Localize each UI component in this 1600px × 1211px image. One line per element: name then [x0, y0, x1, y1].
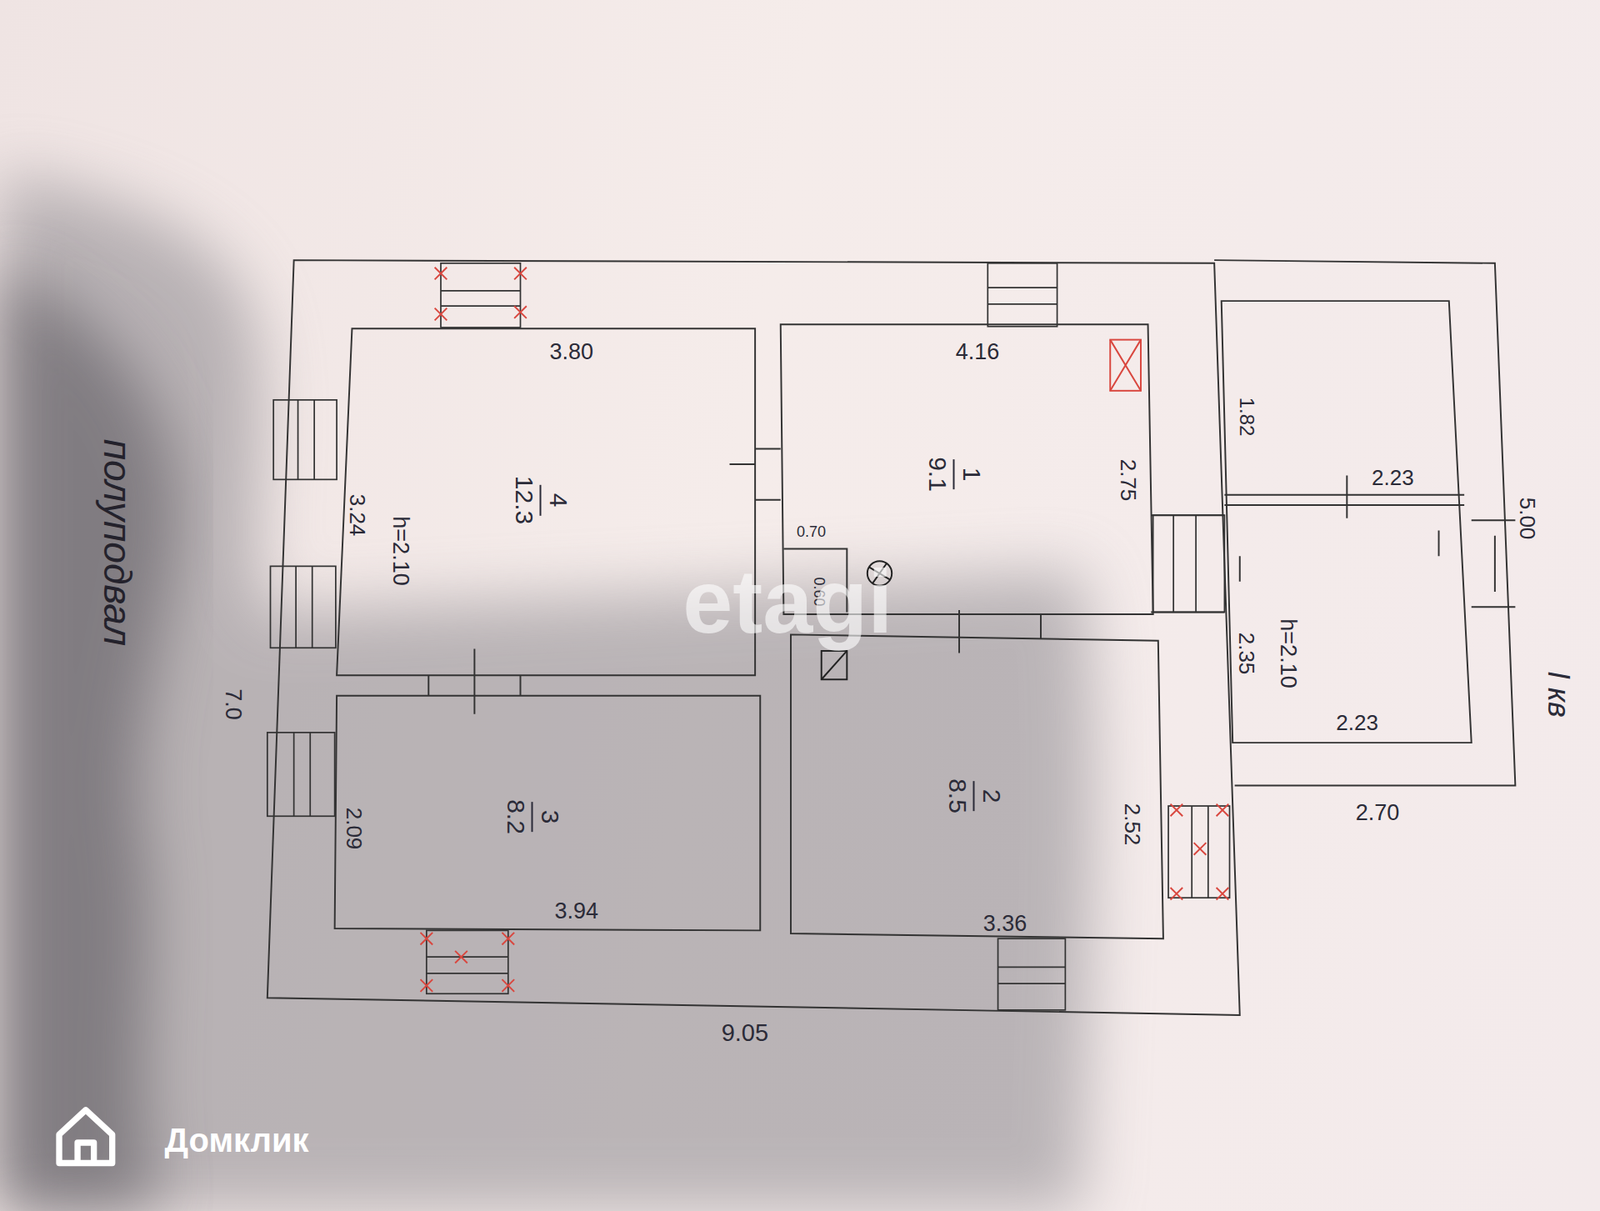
room-area: 8.5 — [943, 775, 975, 817]
red-marks — [420, 267, 1229, 992]
dimension: 2.09 — [343, 807, 365, 850]
dimension: 3.80 — [549, 340, 594, 364]
walls — [267, 260, 1516, 1015]
room-fraction: 38.2 — [501, 795, 565, 838]
room-fraction: 412.3 — [509, 472, 572, 528]
floor-note: полуподвал — [98, 439, 137, 647]
room-area: 12.3 — [509, 472, 540, 528]
dimension: 9.05 — [721, 1020, 769, 1045]
dimension: 2.35 — [1235, 631, 1258, 675]
room-fraction: 28.5 — [943, 775, 1006, 817]
room-area: 9.1 — [922, 454, 954, 496]
height-note: h=2.10 — [1276, 618, 1300, 688]
apartment-note: I кв — [1543, 670, 1574, 718]
room-number: 4 — [540, 485, 573, 516]
room-number: 3 — [531, 800, 565, 832]
dimension: 2.70 — [1355, 800, 1400, 824]
room: 28.5 — [790, 637, 1160, 936]
dimension: 2.23 — [1335, 711, 1379, 734]
dimension: 3.24 — [346, 494, 369, 537]
dimension: 2.52 — [1121, 803, 1144, 846]
dimension: 1.82 — [1236, 396, 1257, 436]
dimension: 7.0 — [221, 688, 245, 720]
height-note: h=2.10 — [389, 516, 412, 586]
watermark: etagi — [682, 556, 893, 647]
room: 38.2 — [336, 695, 760, 931]
dimension: 4.16 — [955, 340, 1000, 364]
brand-watermark: Домклик — [165, 1123, 310, 1157]
dimension: 2.23 — [1371, 466, 1415, 489]
paper-shadow — [0, 173, 1094, 1211]
dimension: 5.00 — [1516, 497, 1539, 540]
dimension: 0.70 — [796, 524, 826, 540]
logo-icon — [59, 1110, 113, 1164]
room-fraction: 19.1 — [922, 454, 985, 496]
room-number: 2 — [973, 780, 1006, 812]
window-symbols — [267, 263, 1230, 1010]
room-number: 1 — [953, 459, 986, 490]
dimension: 3.36 — [983, 912, 1028, 935]
dimension: 2.75 — [1117, 458, 1140, 501]
room-area: 8.2 — [501, 795, 533, 838]
dimension: 3.94 — [555, 900, 600, 923]
